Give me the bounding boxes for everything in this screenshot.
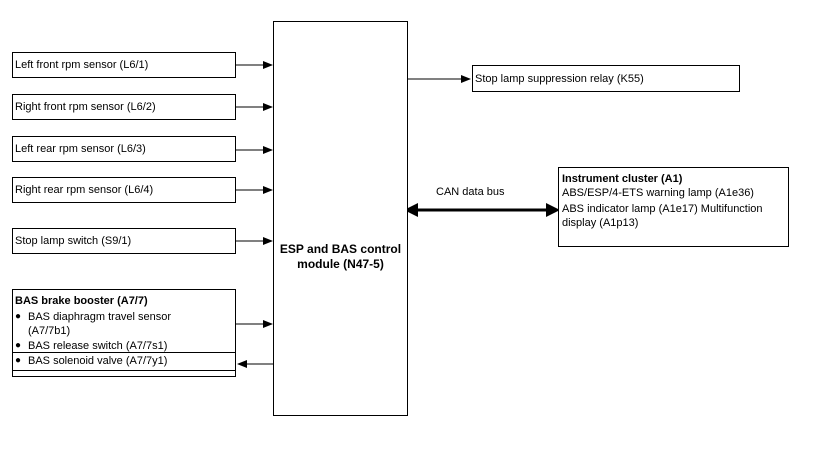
bullet-icon: ● bbox=[15, 311, 22, 322]
bullet-icon: ● bbox=[15, 340, 22, 351]
bas-item-diaphragm-sensor: ● BAS diaphragm travel sensor (A7/7b1) bbox=[15, 310, 235, 338]
relay-label: Stop lamp suppression relay (K55) bbox=[475, 72, 644, 85]
input-label: Left front rpm sensor (L6/1) bbox=[15, 59, 149, 71]
can-bus-arrow-right bbox=[546, 203, 560, 217]
input-box-left-rear: Left rear rpm sensor (L6/3) bbox=[12, 136, 236, 162]
bas-item-text: BAS diaphragm travel sensor bbox=[28, 311, 172, 323]
bas-item-text-cont: (A7/7b1) bbox=[28, 325, 71, 337]
can-bus-arrow-left bbox=[404, 203, 418, 217]
instrument-cluster-box: Instrument cluster (A1) ABS/ESP/4-ETS wa… bbox=[558, 167, 789, 247]
bas-brake-booster-box: BAS brake booster (A7/7) ● BAS diaphragm… bbox=[12, 289, 236, 377]
cluster-title: Instrument cluster (A1) bbox=[562, 173, 683, 185]
input-label: Right rear rpm sensor (L6/4) bbox=[15, 184, 154, 196]
input-label: Stop lamp switch (S9/1) bbox=[15, 235, 132, 247]
module-title-line1: ESP and BAS control bbox=[279, 242, 402, 256]
input-box-left-front: Left front rpm sensor (L6/1) bbox=[12, 52, 236, 78]
input-box-right-rear: Right rear rpm sensor (L6/4) bbox=[12, 177, 236, 203]
input-box-stop-lamp-switch: Stop lamp switch (S9/1) bbox=[12, 228, 236, 254]
bas-title: BAS brake booster (A7/7) bbox=[15, 295, 148, 307]
esp-bas-control-module: ESP and BAS control module (N47-5) bbox=[273, 21, 408, 416]
cluster-line: ABS/ESP/4-ETS warning lamp (A1e36) bbox=[562, 187, 754, 199]
bullet-icon: ● bbox=[15, 355, 22, 366]
input-box-right-front: Right front rpm sensor (L6/2) bbox=[12, 94, 236, 120]
input-label: Left rear rpm sensor (L6/3) bbox=[15, 143, 146, 155]
can-bus-label: CAN data bus bbox=[436, 186, 505, 198]
bas-item-release-switch: ● BAS release switch (A7/7s1) bbox=[15, 339, 235, 353]
cluster-line: ABS indicator lamp (A1e17) Multifunction bbox=[562, 203, 763, 215]
bas-solenoid-row: ● BAS solenoid valve (A7/7y1) bbox=[12, 352, 236, 371]
module-title: ESP and BAS control module (N47-5) bbox=[274, 242, 407, 272]
module-title-line2: module (N47-5) bbox=[297, 257, 384, 271]
cluster-line: display (A1p13) bbox=[562, 217, 639, 229]
stop-lamp-suppression-relay-box: Stop lamp suppression relay (K55) bbox=[472, 65, 740, 92]
bas-item-text: BAS release switch (A7/7s1) bbox=[28, 340, 168, 352]
input-label: Right front rpm sensor (L6/2) bbox=[15, 101, 156, 113]
bas-item-text: BAS solenoid valve (A7/7y1) bbox=[28, 355, 168, 367]
